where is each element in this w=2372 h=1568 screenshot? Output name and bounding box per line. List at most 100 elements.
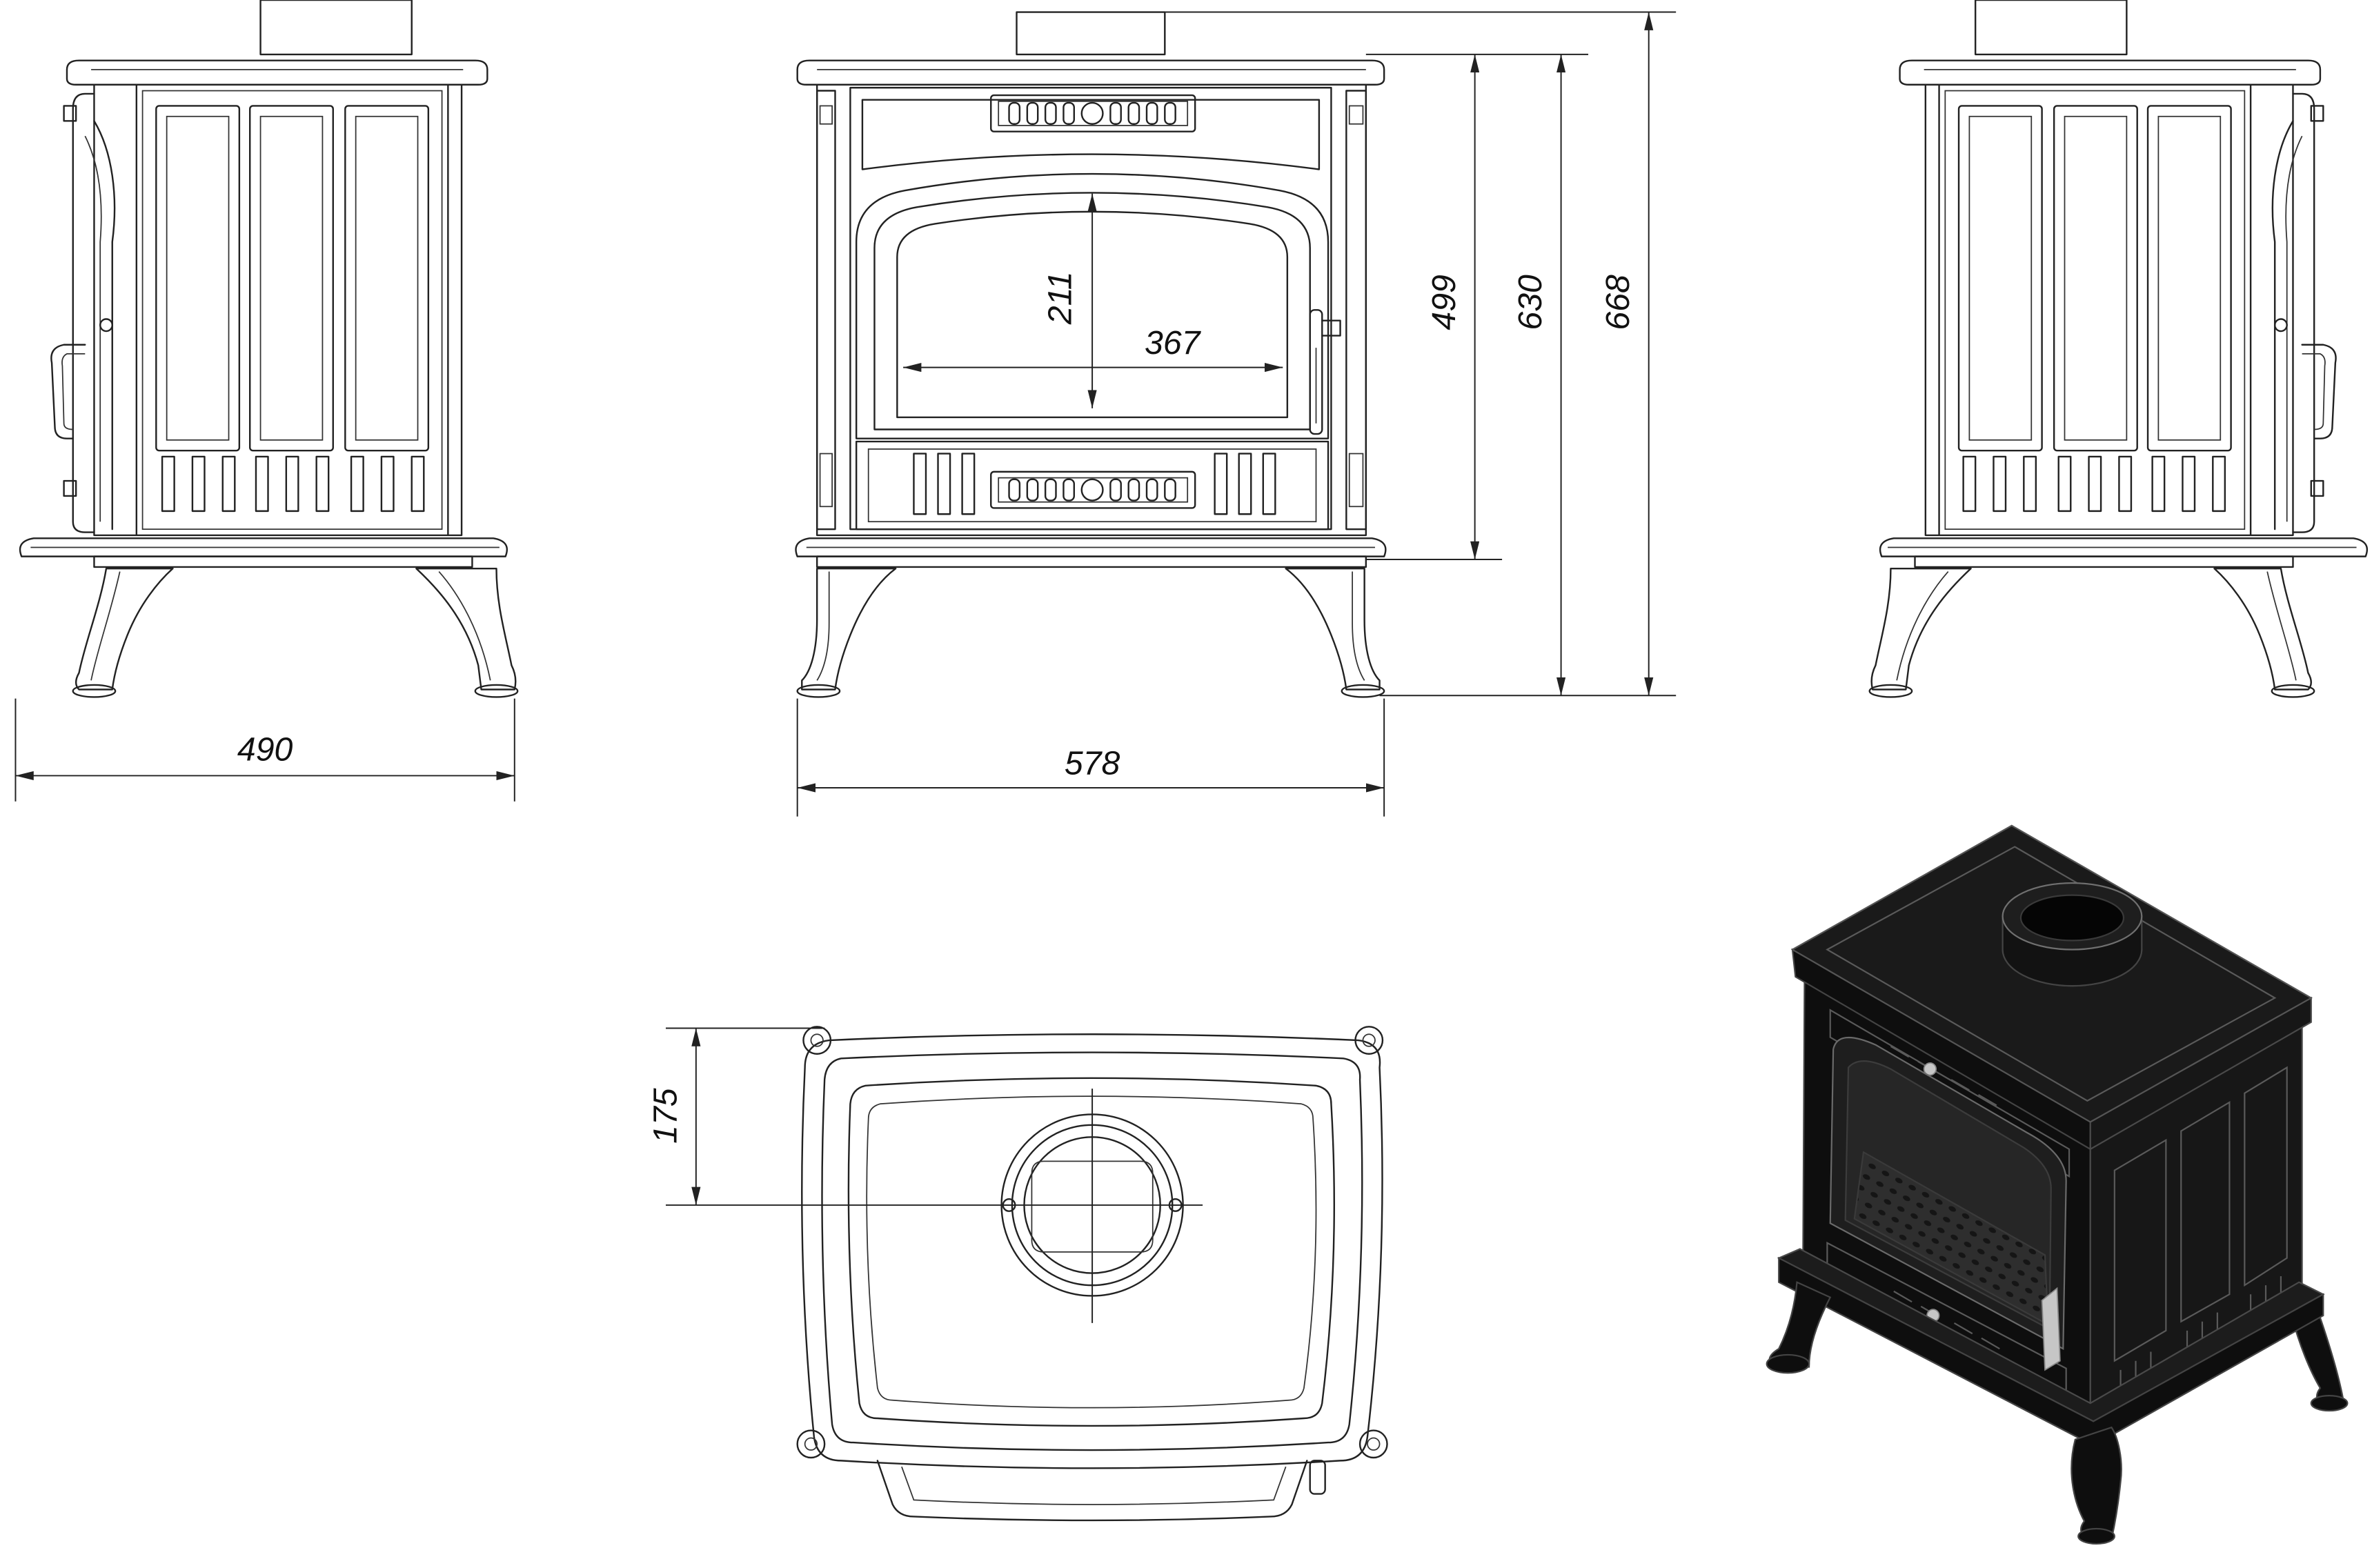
grille-frame [990, 470, 1196, 509]
front-view [795, 11, 1387, 698]
corner-ornaments [796, 1026, 1388, 1459]
front-width-label: 578 [1065, 744, 1120, 782]
side-frame-inner [141, 90, 443, 530]
foot-front-right [2077, 1527, 2115, 1545]
side-panel [2113, 1138, 2167, 1362]
door-knob-icon [99, 318, 113, 333]
louver-slot [255, 455, 269, 513]
upper-air-grille [990, 94, 1196, 132]
foot-right [474, 684, 519, 698]
front-dimensions: 211 367 499 630 668 578 [796, 11, 1677, 817]
top-view [665, 1026, 1388, 1522]
height-to-top-label: 630 [1512, 275, 1549, 330]
base-plate [19, 537, 508, 557]
column-right-tab [1348, 105, 1364, 125]
side-louvers [161, 455, 425, 513]
leg-right [415, 567, 517, 691]
handle-bar [1309, 309, 1323, 435]
grille-slot [1127, 101, 1140, 125]
hinge-tab [63, 479, 77, 497]
corner-ornament [802, 1026, 832, 1055]
upper-grille-band [1829, 1009, 2070, 1178]
handle-lever [1321, 319, 1341, 337]
grille-frame-inner [998, 477, 1189, 503]
leg-front-right [2070, 1426, 2122, 1540]
top-plate-inner [866, 1095, 1317, 1409]
corner-ornament-inner [1362, 1033, 1376, 1047]
dimension-side-width: 490 [14, 698, 515, 802]
glass-height-label: 211 [1041, 271, 1078, 325]
corner-ornament-inner [810, 1033, 824, 1047]
louver-slot [1214, 453, 1228, 515]
top-outline-inner [821, 1051, 1363, 1451]
side-door-profile [50, 92, 116, 533]
ash-door [855, 440, 1330, 530]
door-curve [93, 120, 116, 530]
grille-slot [1145, 101, 1158, 125]
corner-ornament [796, 1429, 826, 1459]
side-panel [249, 105, 334, 452]
glass-width-label: 367 [1145, 324, 1202, 361]
leg-left [75, 567, 174, 691]
door-glass [896, 210, 1289, 419]
louver-slot [380, 455, 395, 513]
leg-right-inner [438, 570, 491, 681]
louver-slot [221, 455, 236, 513]
louver-slot [191, 455, 206, 513]
side-body [93, 83, 463, 537]
grille-slot [1127, 478, 1140, 502]
grille-slot [1026, 101, 1039, 125]
louver-slot [913, 453, 927, 515]
grille-slot [1164, 478, 1176, 502]
stove-3d-render [1766, 824, 2349, 1545]
flue-offset-label: 175 [646, 1088, 684, 1144]
side-louvers [2119, 1276, 2282, 1394]
corner-ornament [1358, 1429, 1388, 1459]
louver-slot [1238, 453, 1252, 515]
side-panel-inner [166, 115, 230, 441]
louver-slot [937, 453, 951, 515]
body-height-label: 499 [1425, 275, 1463, 330]
flue-opening [2019, 894, 2125, 942]
corner-ornament-inner [804, 1437, 818, 1451]
door-lip [876, 1460, 1308, 1522]
louver-slot [350, 455, 364, 513]
foot-front-left [1766, 1353, 1810, 1374]
louver-slot [315, 455, 330, 513]
grille-knob-icon [1080, 101, 1104, 125]
grille-slot [1063, 101, 1076, 125]
side-panel-inner [259, 115, 324, 441]
column-right [1345, 90, 1367, 530]
louver-slot [161, 455, 175, 513]
grille-slot [1145, 478, 1158, 502]
door-curve-inner [84, 135, 102, 522]
leg-left-inner [90, 571, 121, 681]
door-handle-inner [61, 353, 86, 430]
grille-knob-icon [1080, 478, 1104, 502]
door-lip-inner [901, 1466, 1287, 1505]
corner-ornament-inner [1367, 1437, 1381, 1451]
leg-right [1285, 567, 1381, 691]
door-handle [2041, 1287, 2061, 1371]
louver-slot [411, 455, 425, 513]
door-handle [50, 344, 86, 439]
flue-baffle [1031, 1160, 1154, 1253]
leg-front-left [1768, 1281, 1832, 1368]
door-edge [72, 92, 95, 533]
side-panel-inner [355, 115, 419, 441]
side-panels [155, 105, 430, 452]
grille-slot [1109, 101, 1122, 125]
door-arch-outer [855, 172, 1330, 439]
ash-door-slots [913, 453, 1276, 515]
door-handle [1309, 309, 1341, 435]
top-outline [801, 1033, 1383, 1469]
foot-back-right [2310, 1395, 2349, 1412]
corner-ornament [1354, 1026, 1384, 1055]
grille-slot [1164, 101, 1176, 125]
top-cap [796, 59, 1385, 86]
air-knob-icon [1923, 1062, 1937, 1076]
louver-slot [961, 453, 976, 515]
door-handle-knob [1309, 1460, 1326, 1495]
leg-right-inner [1352, 571, 1365, 681]
grille-slot [1044, 101, 1057, 125]
